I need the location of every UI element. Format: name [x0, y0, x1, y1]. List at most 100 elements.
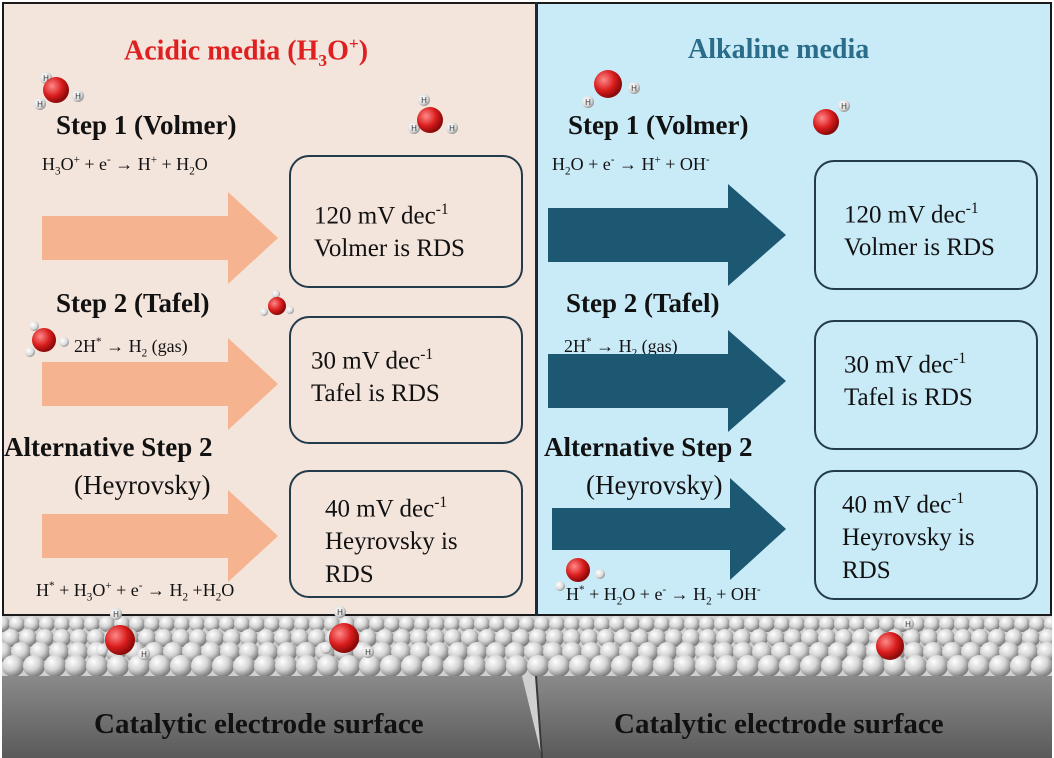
surface-atom [70, 629, 88, 647]
eq-sub: 2 [141, 347, 148, 360]
svg-text:H: H [631, 84, 637, 93]
alkaline-step2-equation: 2H* → H2 (gas) [564, 336, 678, 360]
surface-atom [495, 629, 513, 647]
surface-atom [674, 655, 696, 677]
svg-text:H: H [37, 100, 43, 109]
eq-part: → H [101, 336, 142, 356]
surface-atom [579, 616, 595, 632]
svg-text:H: H [841, 102, 847, 111]
surface-atom [2, 629, 20, 647]
surface-atom [818, 629, 836, 647]
eq-sup: + [105, 580, 112, 592]
alkaline-rds-box-heyrovsky: 40 mV dec-1 Heyrovsky is RDS [814, 470, 1038, 600]
surface-atom [504, 616, 520, 632]
surface-atom [275, 655, 297, 677]
tafel-slope: 40 mV dec [325, 495, 435, 523]
eq-part: O + e [622, 584, 663, 604]
eq-part: + OH [660, 154, 706, 174]
eq-part: → H [591, 336, 632, 356]
eq-part: H [36, 580, 49, 600]
surface-atom [338, 655, 360, 677]
surface-atom [464, 655, 486, 677]
surface-atom [569, 655, 591, 677]
surface-atom [294, 616, 310, 632]
box-line-1: 30 mV dec-1 [844, 342, 1036, 381]
tafel-slope: 30 mV dec [311, 347, 421, 375]
surface-atom [129, 616, 145, 632]
surface-atom [842, 655, 864, 677]
eq-part: H [552, 154, 565, 174]
svg-text:H: H [449, 124, 455, 133]
surface-atom [1010, 655, 1032, 677]
eq-part: O [92, 580, 106, 600]
surface-atom [54, 616, 70, 632]
eq-part: (gas) [147, 336, 188, 356]
eq-part: 2H [74, 336, 96, 356]
surface-atom [879, 616, 895, 632]
surface-atom [9, 616, 25, 632]
surface-atom [233, 655, 255, 677]
eq-part: + e [79, 154, 108, 174]
surface-atom [653, 655, 675, 677]
eq-part: H [566, 584, 579, 604]
surface-atom [204, 616, 220, 632]
surface-atom [359, 655, 381, 677]
surface-atom [804, 616, 820, 632]
surface-atom [695, 655, 717, 677]
surface-atom [443, 655, 465, 677]
box-line-2: Volmer is RDS [844, 234, 995, 262]
alkaline-alt-step-title: Alternative Step 2 [544, 432, 753, 462]
surface-atom [563, 629, 581, 647]
alkaline-step1-equation: H2O + e- → H+ + OH- [552, 154, 710, 178]
eq-sub: 2 [189, 165, 195, 178]
acidic-surface-label: Catalytic electrode surface [94, 708, 424, 740]
water-molecule-icon [25, 321, 69, 357]
acidic-alt-step-subtitle: (Heyrovsky) [74, 470, 211, 500]
surface-atom [191, 655, 213, 677]
svg-text:H: H [411, 124, 417, 133]
eq-part: O + e [570, 154, 611, 174]
box-line-1: 40 mV dec-1 [325, 486, 521, 525]
surface-atom [999, 616, 1015, 632]
box-line-1: 120 mV dec-1 [844, 192, 1036, 231]
surface-atom [354, 616, 370, 632]
eq-sup: - [662, 584, 667, 596]
right-arrow-icon [42, 192, 278, 284]
box-line-2: Volmer is RDS [314, 235, 465, 263]
surface-atom [733, 629, 751, 647]
eq-sub: 3 [86, 591, 93, 604]
surface-atom [716, 655, 738, 677]
surface-atom [107, 655, 129, 677]
surface-atom [954, 629, 972, 647]
surface-atom [549, 616, 565, 632]
surface-atom [590, 655, 612, 677]
surface-atom [401, 655, 423, 677]
eq-sup: * [96, 336, 102, 348]
eq-sup: * [49, 580, 55, 592]
alkaline-step2-title: Step 2 (Tafel) [566, 288, 720, 318]
surface-atom [654, 616, 670, 632]
svg-text:H: H [113, 610, 119, 619]
acidic-step1-title: Step 1 (Volmer) [56, 110, 237, 140]
surface-atom [144, 616, 160, 632]
surface-atom [23, 655, 45, 677]
tafel-slope: 120 mV dec [314, 202, 436, 230]
alkaline-step1-title: Step 1 (Volmer) [568, 110, 749, 140]
acidic-alt-equation: H* + H3O+ + e- → H2 +H2O [36, 580, 234, 604]
surface-atom [779, 655, 801, 677]
right-arrow-icon [42, 338, 278, 430]
water-molecule-icon [555, 558, 605, 591]
surface-atom [905, 655, 927, 677]
eq-part: + H [157, 154, 190, 174]
surface-atom [159, 616, 175, 632]
right-arrow-icon [548, 184, 786, 286]
surface-atom [317, 655, 339, 677]
surface-atom [527, 655, 549, 677]
surface-atom [744, 616, 760, 632]
alkaline-title: Alkaline media [688, 34, 870, 65]
box-line-1: 30 mV dec-1 [311, 338, 521, 377]
acidic-rds-box-volmer: 120 mV dec-1 Volmer is RDS [289, 155, 523, 288]
water-molecule-icon: H H H [408, 94, 458, 134]
eq-sup: * [586, 336, 592, 348]
right-arrow-icon [552, 478, 786, 580]
